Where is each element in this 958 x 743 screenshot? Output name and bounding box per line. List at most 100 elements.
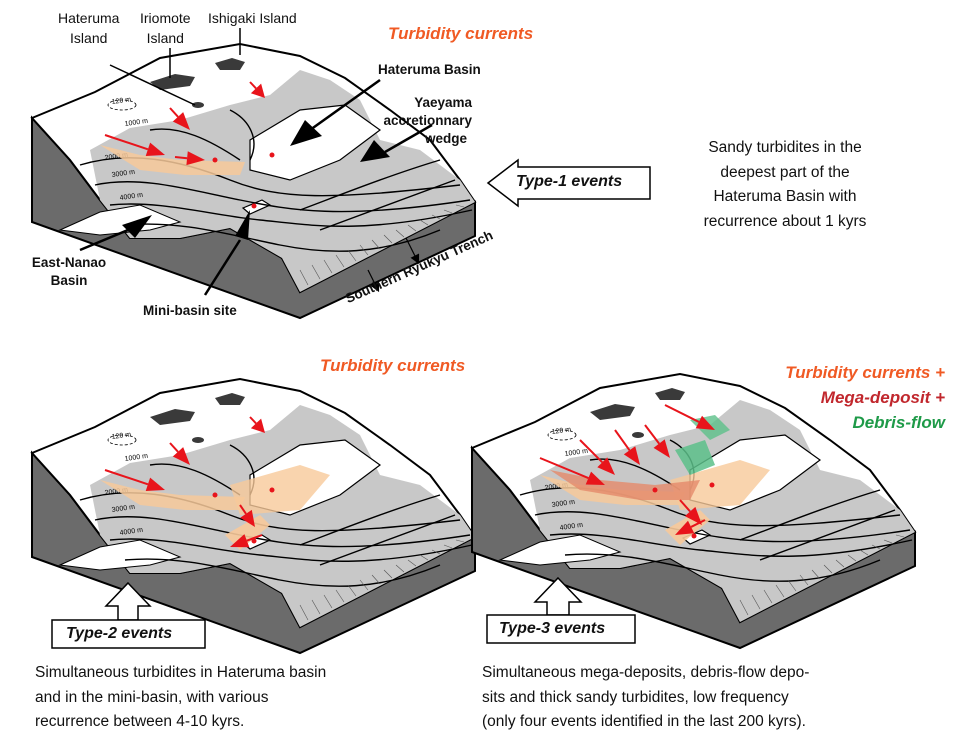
turbidity-current-arrow-shaft bbox=[614, 429, 631, 451]
island-ishigaki bbox=[215, 58, 245, 70]
turbidity-current-arrow-shaft bbox=[104, 134, 149, 151]
label-turbidity-currents-3: Turbidity currents + bbox=[785, 363, 945, 382]
depth-label: 1000 m bbox=[124, 453, 148, 463]
turbidity-current-arrow-head bbox=[172, 112, 190, 130]
depth-label: 2000 m bbox=[104, 487, 128, 497]
trench-hachure bbox=[847, 554, 857, 562]
label-ishigaki-island: Ishigaki Island bbox=[208, 10, 297, 26]
trench-hachure bbox=[823, 564, 833, 574]
turbidity-current-arrow-shaft bbox=[664, 404, 700, 423]
core-site-dot bbox=[269, 487, 275, 493]
island-ishigaki bbox=[215, 393, 245, 405]
trench-hachure bbox=[431, 214, 441, 220]
shelf-120m-contour bbox=[547, 429, 577, 441]
trench-hachure bbox=[895, 534, 905, 538]
bathymetric-contour bbox=[299, 494, 441, 546]
depth-label: 3000 m bbox=[111, 504, 135, 514]
turbidite-deposit bbox=[100, 145, 245, 175]
bathymetric-contour bbox=[564, 553, 881, 582]
turbidity-current-arrow-head bbox=[145, 477, 165, 491]
arrow-hateruma-basin bbox=[290, 120, 322, 146]
turbidity-current-arrow-shaft bbox=[104, 469, 149, 486]
label-type-3-events: Type-3 events bbox=[499, 620, 606, 637]
label-turbidity-currents-1: Turbidity currents bbox=[388, 24, 534, 43]
arrow-mini-basin bbox=[235, 210, 250, 240]
trench-hachure bbox=[371, 239, 381, 250]
trench-hachure bbox=[775, 584, 785, 598]
turbidity-current-arrow-shaft bbox=[539, 457, 589, 480]
turbidity-current-arrow-shaft bbox=[174, 156, 188, 160]
turbidite-deposit bbox=[100, 480, 245, 510]
core-site-dot bbox=[691, 533, 697, 539]
turbidity-current-arrow-head bbox=[623, 446, 640, 465]
trench-hachure bbox=[299, 269, 309, 286]
turbidity-current-arrow-head bbox=[172, 447, 190, 465]
island-ishigaki bbox=[655, 388, 685, 400]
trench-hachure bbox=[799, 574, 809, 586]
bathymetric-contour bbox=[229, 109, 255, 161]
arrow-east-nanao bbox=[122, 215, 152, 238]
east-nanao-basin-floor bbox=[498, 534, 622, 566]
turbidity-current-arrow-head bbox=[695, 415, 715, 430]
trench-hachure bbox=[359, 244, 369, 256]
trench-hachure bbox=[739, 599, 749, 616]
trench-hachure bbox=[383, 234, 393, 244]
core-site-dot bbox=[212, 492, 218, 498]
label-mini-basin-site: Mini-basin site bbox=[143, 303, 237, 318]
bathymetric-contour bbox=[759, 509, 896, 561]
trench-hachure bbox=[323, 594, 333, 609]
bathymetric-contour bbox=[124, 558, 441, 587]
depth-label: 1000 m bbox=[124, 118, 148, 128]
trench-hachure bbox=[311, 264, 321, 280]
core-site-dot bbox=[251, 538, 257, 544]
trench-hachure bbox=[347, 249, 357, 262]
bathymetric-contour bbox=[94, 181, 471, 213]
island-iriomote bbox=[590, 404, 635, 420]
label-turbidity-currents-2: Turbidity currents bbox=[320, 356, 466, 375]
depth-label: 120 m bbox=[111, 96, 131, 106]
trench-hachure bbox=[335, 589, 345, 603]
turbidity-current-arrow-head bbox=[597, 457, 615, 475]
turbidity-current-arrow-shaft bbox=[579, 439, 603, 463]
turbidity-current-arrow-head bbox=[250, 83, 265, 98]
turbidity-current-arrow-shaft bbox=[246, 534, 263, 542]
turbidity-current-arrow-head bbox=[145, 142, 165, 156]
trench-hachure bbox=[419, 219, 429, 226]
trench-hachure bbox=[395, 564, 405, 573]
trench-hachure bbox=[335, 254, 345, 268]
depth-label: 1000 m bbox=[564, 448, 588, 458]
turbidity-current-arrow-head bbox=[684, 506, 702, 525]
trench-hachure bbox=[455, 539, 465, 543]
trench-hachure bbox=[407, 559, 417, 567]
legend-type-3-processes: Turbidity currents + Mega-deposit + Debr… bbox=[785, 360, 945, 435]
trench-hachure bbox=[299, 604, 309, 621]
trench-hachure bbox=[883, 539, 893, 544]
depth-label: 3000 m bbox=[111, 169, 135, 179]
label-mega-deposit: Mega-deposit + bbox=[820, 388, 945, 407]
island-hateruma bbox=[192, 102, 204, 108]
east-nanao-basin-floor bbox=[58, 539, 182, 571]
trench-hachure bbox=[455, 204, 465, 208]
trench-hachure bbox=[763, 589, 773, 604]
turbidity-current-arrow-head bbox=[250, 418, 265, 433]
island-iriomote bbox=[150, 409, 195, 425]
trench-hachure bbox=[443, 544, 453, 549]
bathymetric-contour bbox=[149, 463, 241, 496]
depth-label: 4000 m bbox=[119, 192, 143, 202]
trench-hachure bbox=[443, 209, 453, 214]
depth-label: 2000 m bbox=[544, 482, 568, 492]
island-hateruma bbox=[632, 432, 644, 438]
type-3-event-arrow bbox=[486, 576, 636, 644]
basin-turbidite-deposit bbox=[230, 465, 330, 515]
bathymetric-contour bbox=[149, 128, 241, 161]
bathymetric-contour bbox=[124, 223, 441, 252]
mini-basin-deposit bbox=[225, 515, 270, 550]
